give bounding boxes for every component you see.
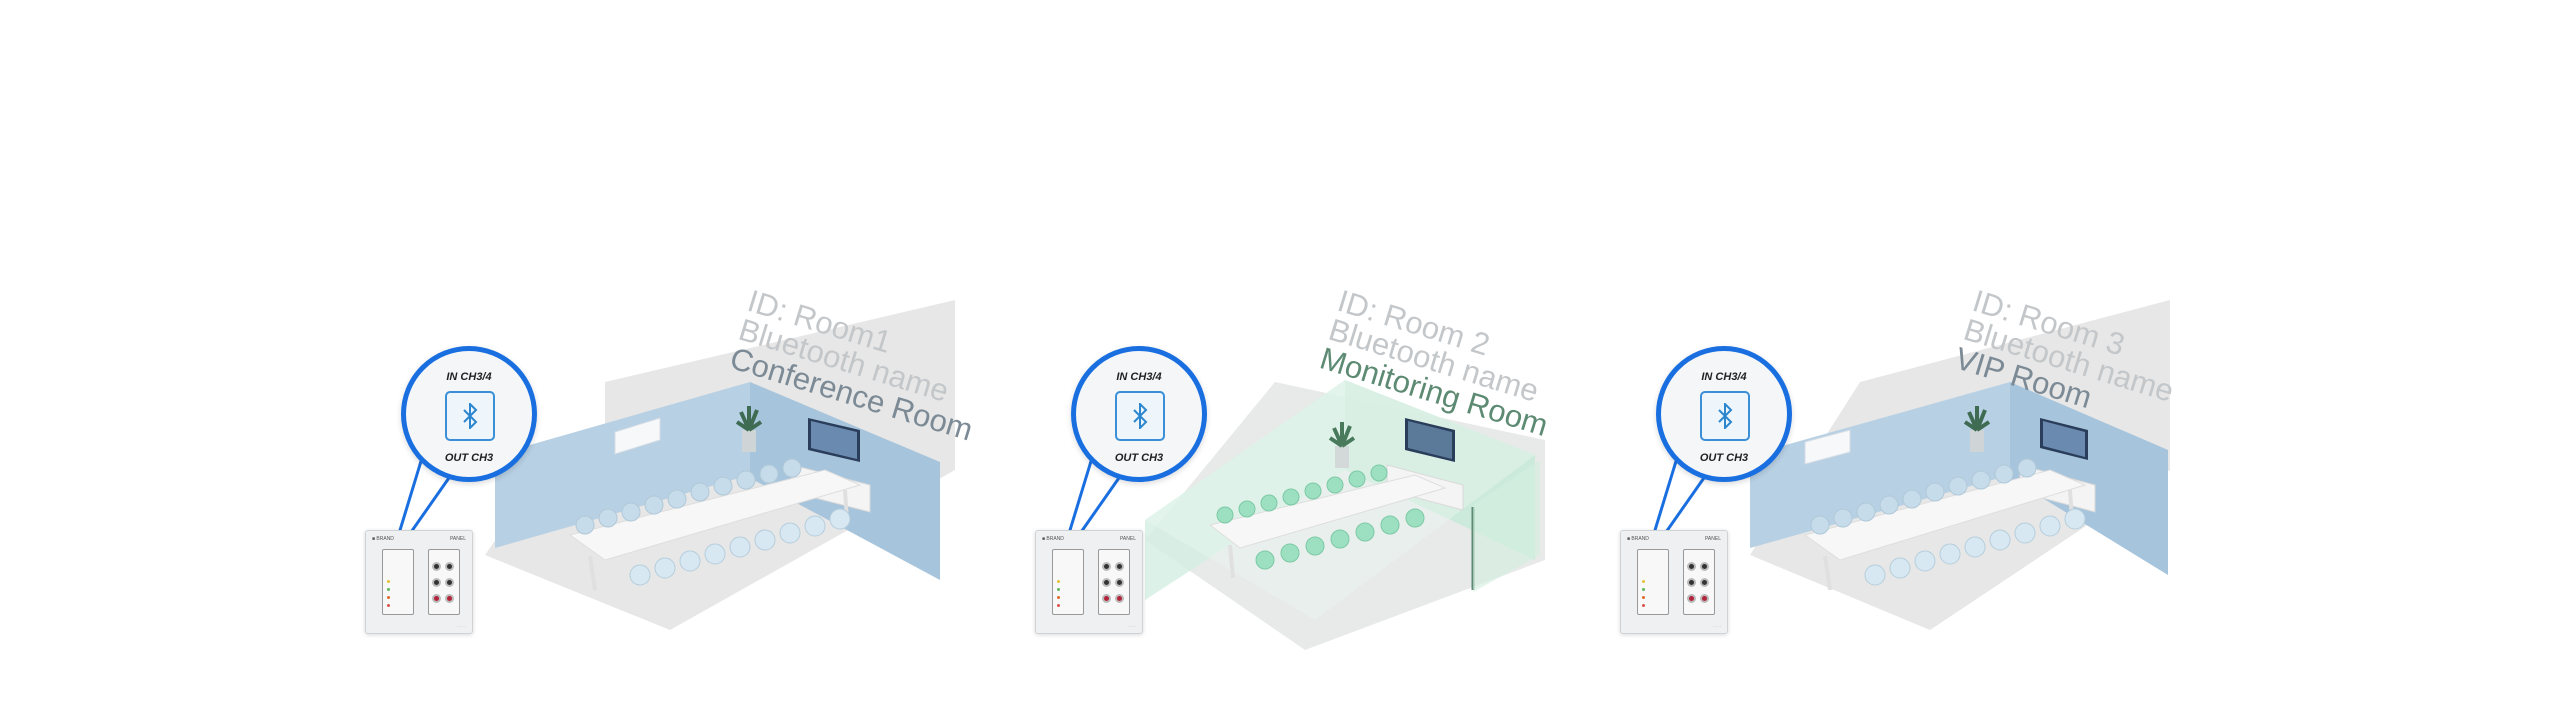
bluetooth-callout-2: IN CH3/4 OUT CH3 xyxy=(1071,346,1207,482)
bluetooth-pair-button[interactable] xyxy=(1115,391,1165,441)
room-scene-3: ID: Room 3 Bluetooth name VIP Room IN CH… xyxy=(1610,0,2390,720)
bluetooth-pair-button[interactable] xyxy=(445,391,495,441)
bluetooth-icon xyxy=(463,403,478,429)
input-channel-label: IN CH3/4 xyxy=(1116,371,1162,383)
output-channel-label: OUT CH3 xyxy=(444,452,494,464)
room-scene-1: ID: Room1 Bluetooth name Conference Room… xyxy=(355,0,1135,720)
output-channel-label: OUT CH3 xyxy=(1699,452,1749,464)
input-channel-label: IN CH3/4 xyxy=(1701,371,1747,383)
bluetooth-pair-button[interactable] xyxy=(1700,391,1750,441)
room-illustration-2 xyxy=(1065,380,1545,650)
bluetooth-icon xyxy=(1718,403,1733,429)
output-channel-label: OUT CH3 xyxy=(1114,452,1164,464)
room-illustration-1 xyxy=(395,300,955,630)
bluetooth-callout-1: IN CH3/4 OUT CH3 xyxy=(401,346,537,482)
room-scene-2: ID: Room 2 Bluetooth name Monitoring Roo… xyxy=(1025,0,1805,720)
bluetooth-callout-3: IN CH3/4 OUT CH3 xyxy=(1656,346,1792,482)
input-channel-label: IN CH3/4 xyxy=(446,371,492,383)
bluetooth-icon xyxy=(1133,403,1148,429)
room-illustration-3 xyxy=(1650,300,2170,630)
